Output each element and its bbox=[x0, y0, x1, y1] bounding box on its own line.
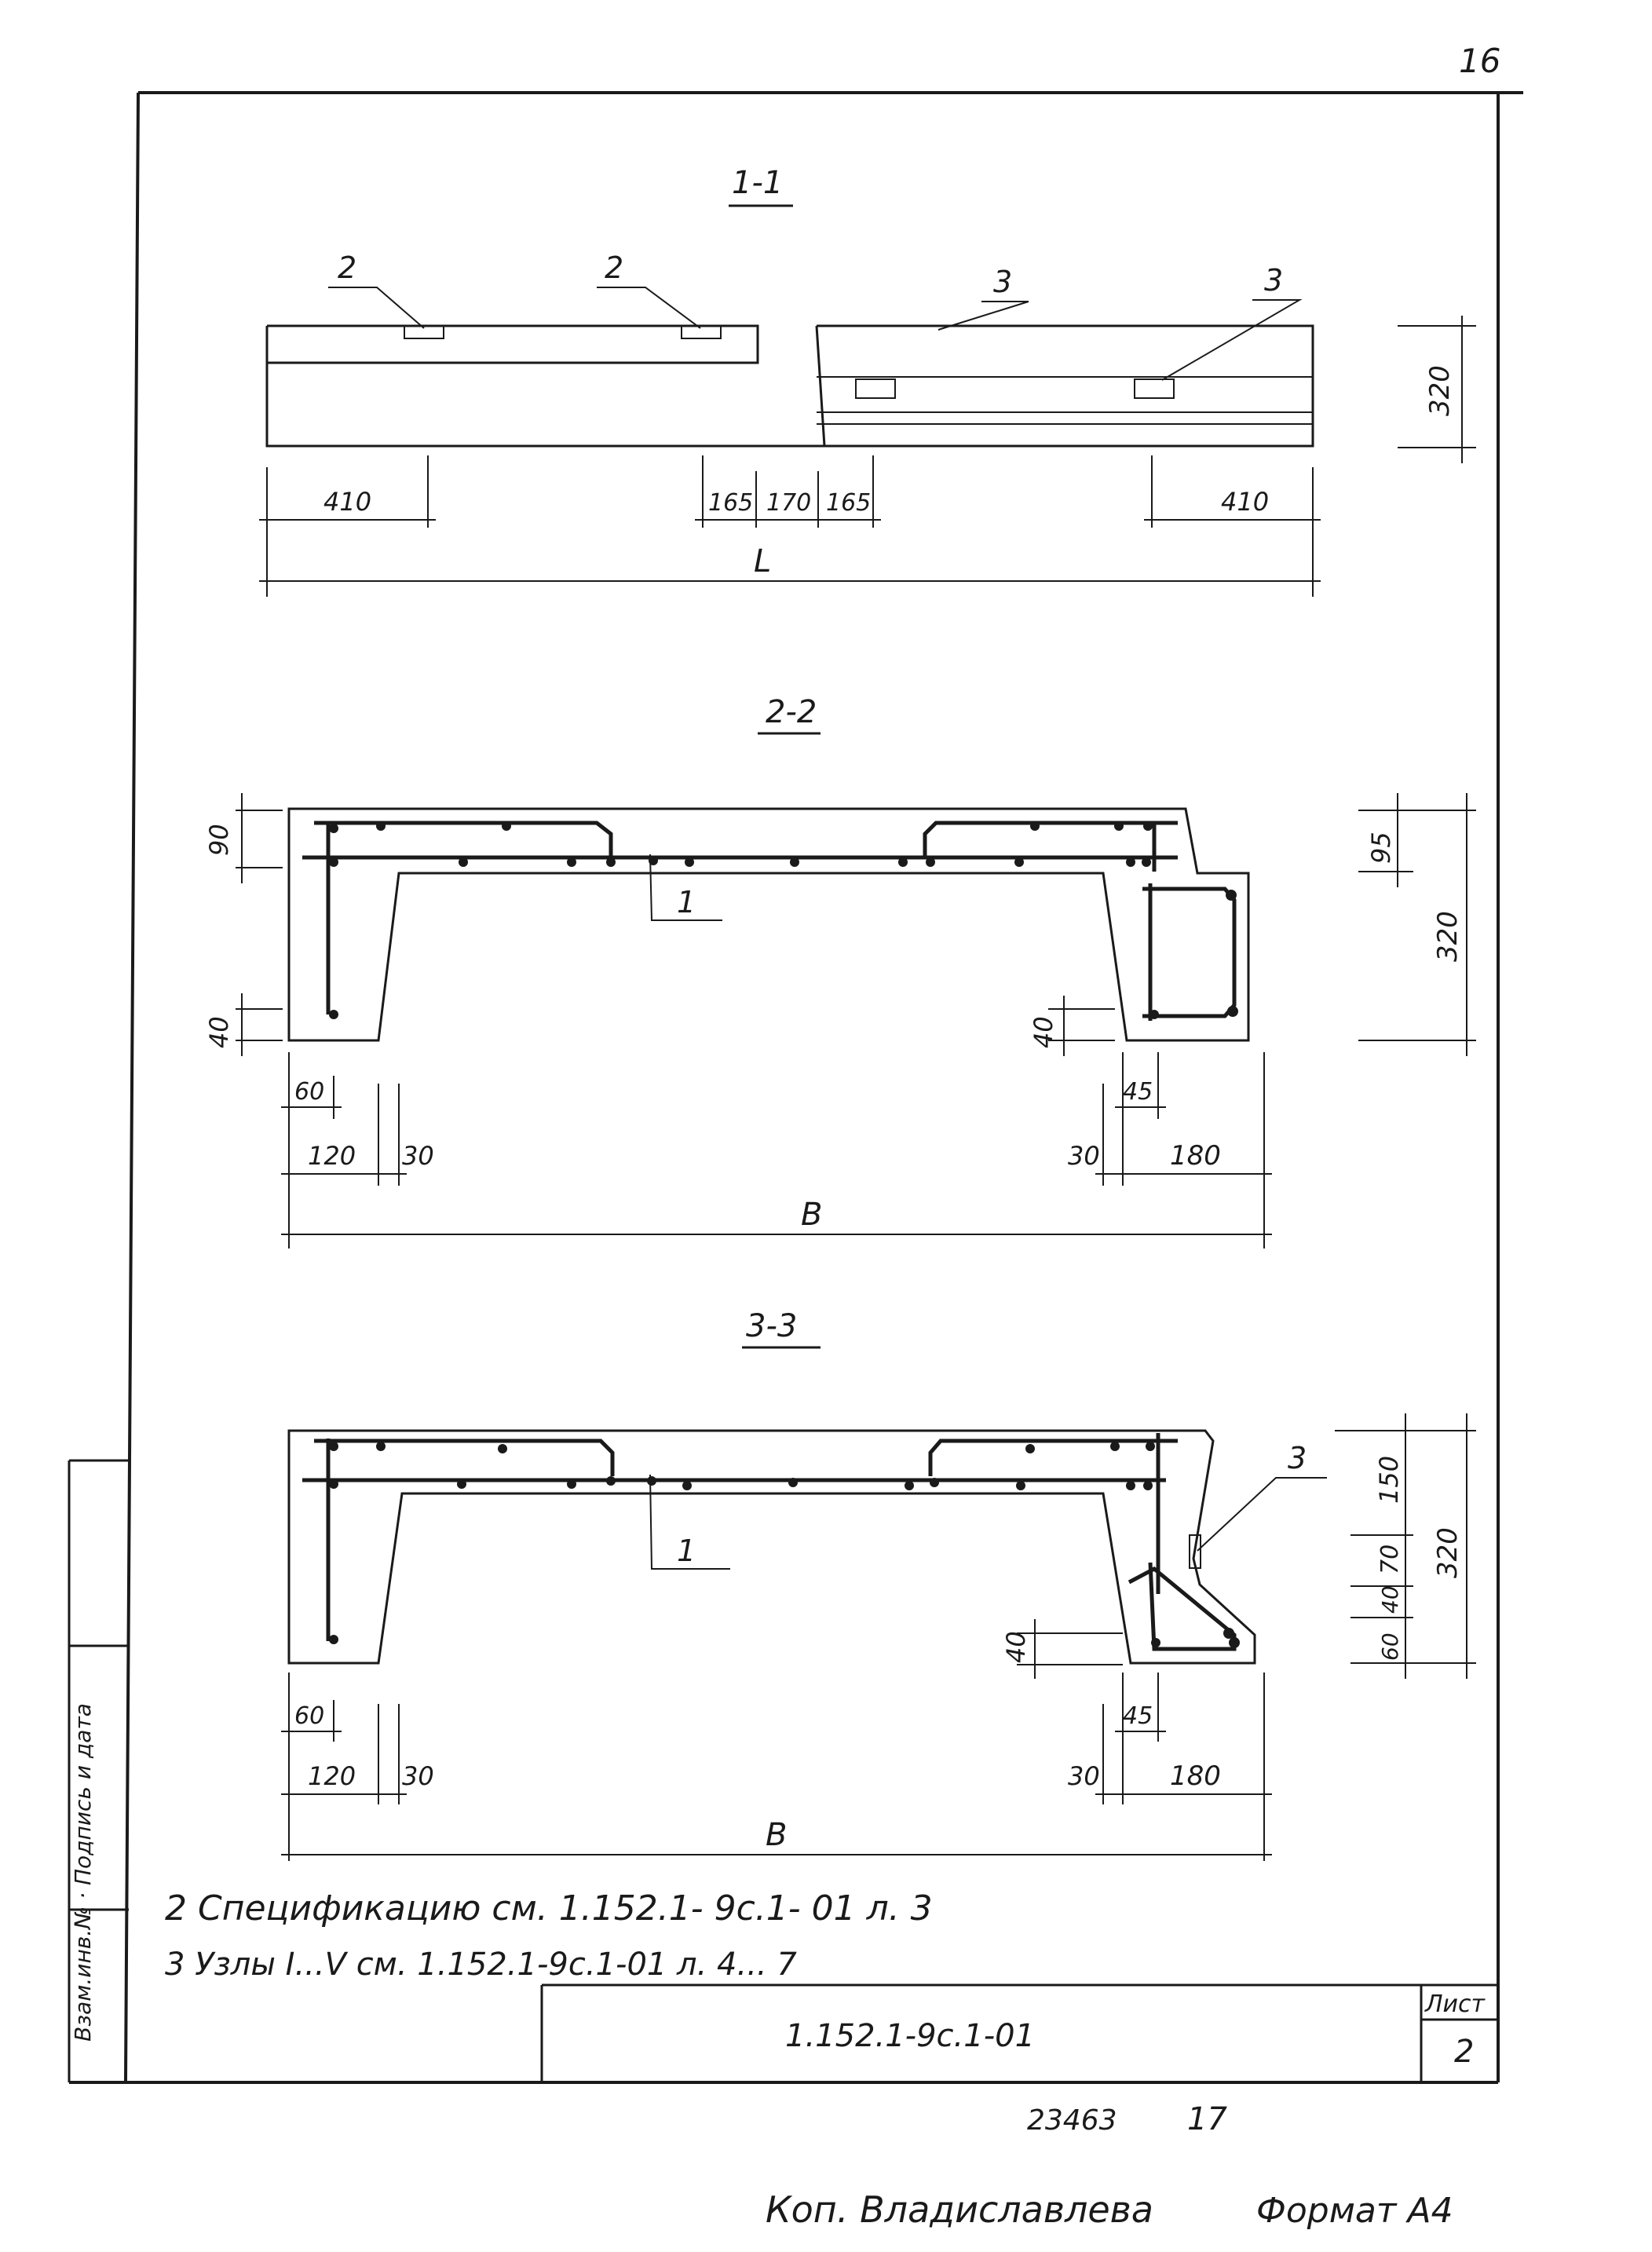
section-3-3-dim-30-left: 30 bbox=[402, 1761, 434, 1791]
section-2-2-dim-30-right: 30 bbox=[1068, 1141, 1100, 1171]
section-3-3-rebar bbox=[302, 1433, 1237, 1651]
section-3-3-dim-40: 40 bbox=[1377, 1585, 1403, 1614]
section-2-2: 2-2 1 90 bbox=[204, 694, 1476, 1248]
section-1-1-overall-dim: L bbox=[754, 543, 771, 579]
section-3-3-dim-60: 60 bbox=[1377, 1632, 1403, 1661]
section-1-1-dim-410-right: 410 bbox=[1221, 487, 1269, 517]
section-2-2-dim-30-left: 30 bbox=[402, 1141, 434, 1171]
section-3-3-dim-70: 70 bbox=[1376, 1545, 1404, 1574]
section-1-1-callout-2a: 2 bbox=[338, 250, 356, 285]
section-3-3-dim-320: 320 bbox=[1432, 1527, 1464, 1578]
section-2-2-dim-40-inner: 40 bbox=[1029, 1016, 1058, 1048]
title-block-designation: 1.152.1-9с.1-01 bbox=[785, 2018, 1035, 2054]
section-1-1-callout-3b: 3 bbox=[1264, 263, 1283, 298]
section-1-1-callout-2b: 2 bbox=[605, 250, 623, 285]
section-3-3-callout-3: 3 bbox=[1288, 1441, 1307, 1475]
section-2-2-callout-1: 1 bbox=[677, 885, 696, 919]
section-1-1-height-dim: 320 bbox=[1424, 365, 1456, 416]
section-2-2-dim-120: 120 bbox=[308, 1141, 356, 1171]
section-3-3-rebar-dots bbox=[329, 1442, 1240, 1648]
sheet-frame bbox=[68, 91, 1523, 2084]
section-3-3-title: 3-3 bbox=[746, 1308, 797, 1344]
copyist-name: Коп. Владиславлева bbox=[766, 2188, 1153, 2231]
section-2-2-dim-95: 95 bbox=[1366, 832, 1396, 864]
section-1-1: 1-1 2 2 3 3 320 bbox=[259, 165, 1476, 597]
stamp-number: 23463 bbox=[1027, 2104, 1117, 2137]
section-3-3-callout-1: 1 bbox=[677, 1534, 696, 1568]
section-3-3-dim-40-inner: 40 bbox=[1001, 1631, 1031, 1663]
section-1-1-callout-3a: 3 bbox=[993, 265, 1012, 299]
section-3-3-dim-120: 120 bbox=[308, 1761, 356, 1791]
section-3-3: 3-3 1 3 40 bbox=[281, 1308, 1476, 1861]
section-1-1-dim-165-left: 165 bbox=[708, 489, 753, 517]
section-3-3-dim-60-bottom: 60 bbox=[294, 1702, 324, 1730]
section-3-3-dim-30-right: 30 bbox=[1068, 1761, 1100, 1791]
section-2-2-dim-320: 320 bbox=[1432, 911, 1464, 962]
section-2-2-dim-180: 180 bbox=[1170, 1140, 1221, 1172]
title-block: 1.152.1-9с.1-01 Лист 2 bbox=[540, 1983, 1498, 2082]
format-label: Формат А4 bbox=[1256, 2191, 1453, 2231]
section-1-1-dim-165-right: 165 bbox=[826, 489, 871, 517]
section-1-1-dim-410-left: 410 bbox=[323, 487, 371, 517]
section-1-1-title: 1-1 bbox=[732, 165, 783, 201]
section-3-3-dim-45: 45 bbox=[1123, 1702, 1153, 1730]
stamp-number-2: 17 bbox=[1187, 2101, 1227, 2137]
left-margin-label: Взам.инв.№ · Подпись и дата bbox=[70, 1703, 96, 2042]
section-2-2-rebar-dots bbox=[329, 821, 1238, 1019]
section-2-2-dim-60: 60 bbox=[294, 1078, 324, 1106]
section-2-2-rebar bbox=[302, 821, 1237, 1021]
section-1-1-dim-170: 170 bbox=[766, 489, 811, 517]
title-block-sheet-number: 2 bbox=[1454, 2034, 1474, 2070]
section-2-2-overall-dim: B bbox=[801, 1197, 822, 1233]
note-specification: 2 Спецификацию см. 1.152.1- 9с.1- 01 л. … bbox=[165, 1888, 933, 1928]
section-3-3-dim-180: 180 bbox=[1170, 1760, 1221, 1792]
section-2-2-dim-90: 90 bbox=[204, 824, 234, 856]
section-2-2-title: 2-2 bbox=[766, 694, 817, 730]
section-2-2-dim-40-left: 40 bbox=[204, 1016, 234, 1048]
page-number: 16 bbox=[1459, 42, 1500, 80]
section-2-2-dim-45: 45 bbox=[1123, 1078, 1153, 1106]
section-3-3-dim-150: 150 bbox=[1374, 1456, 1404, 1504]
section-3-3-overall-dim: B bbox=[766, 1817, 787, 1853]
title-block-sheet-label: Лист bbox=[1424, 1991, 1486, 2018]
note-nodes: 3 Узлы I...V см. 1.152.1-9с.1-01 л. 4...… bbox=[165, 1947, 797, 1983]
